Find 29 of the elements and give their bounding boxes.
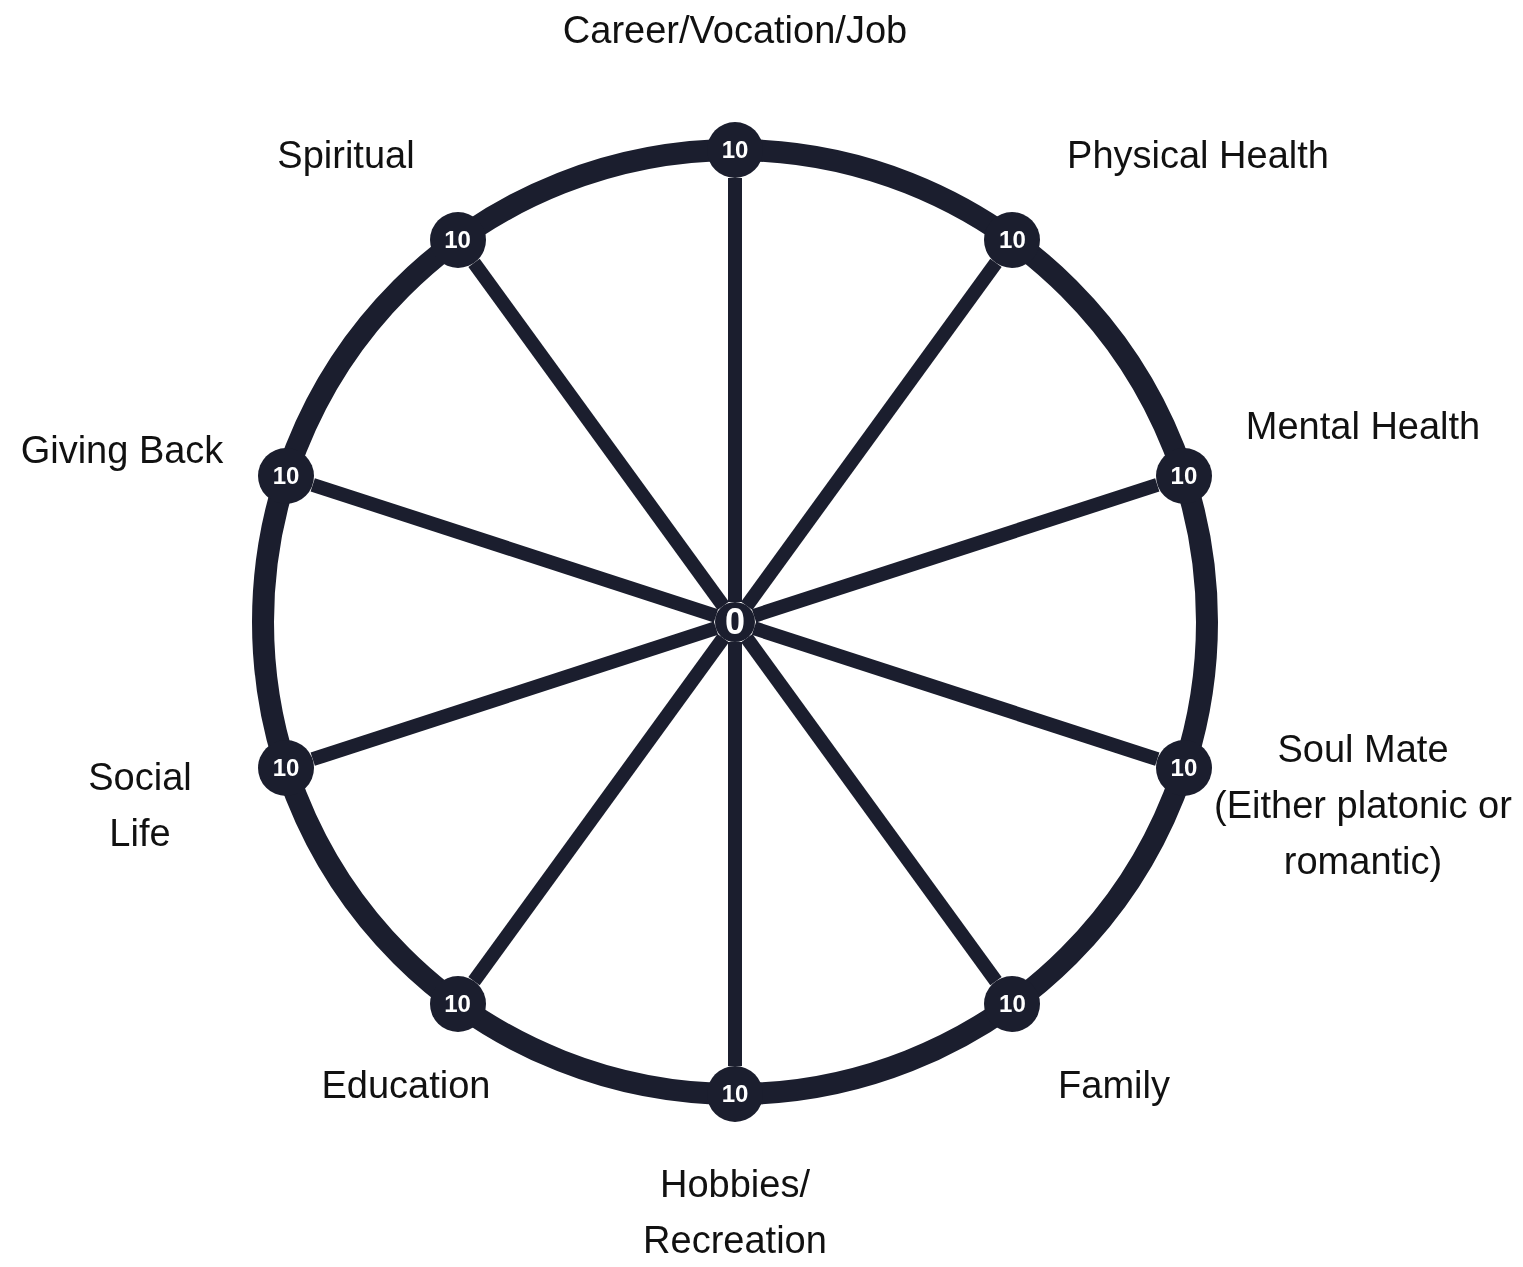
score-badge: 10 bbox=[258, 448, 315, 505]
spoke-line bbox=[310, 621, 719, 766]
spoke-line bbox=[468, 634, 729, 986]
spoke-line bbox=[728, 642, 742, 1066]
spoke-line bbox=[728, 178, 742, 602]
category-label: (Either platonic or romantic) bbox=[1213, 783, 1513, 884]
category-label: Giving Back bbox=[20, 428, 224, 473]
spoke-line bbox=[751, 478, 1160, 623]
spoke-line bbox=[741, 258, 1002, 610]
category-label: Soul Mate bbox=[1276, 727, 1450, 772]
spoke-line bbox=[741, 634, 1002, 986]
category-label: Social Life bbox=[87, 755, 193, 856]
score-badge: 10 bbox=[984, 212, 1041, 269]
spoke-line bbox=[310, 478, 719, 623]
score-badge: 10 bbox=[429, 212, 486, 269]
category-label: Education bbox=[321, 1063, 491, 1108]
spoke-line bbox=[468, 258, 729, 610]
score-badge: 10 bbox=[1155, 448, 1212, 505]
category-label: Family bbox=[1058, 1063, 1170, 1108]
score-badge: 10 bbox=[707, 1066, 763, 1122]
category-label: Spiritual bbox=[277, 133, 415, 178]
category-label: Physical Health bbox=[1067, 133, 1329, 178]
score-badge: 10 bbox=[258, 739, 315, 796]
spoke-line bbox=[751, 621, 1160, 766]
score-badge: 10 bbox=[707, 122, 763, 178]
score-badge: 10 bbox=[1155, 739, 1212, 796]
category-label: Career/Vocation/Job bbox=[562, 8, 908, 53]
category-label: Hobbies/ Recreation bbox=[642, 1162, 828, 1263]
category-label: Mental Health bbox=[1245, 404, 1481, 449]
